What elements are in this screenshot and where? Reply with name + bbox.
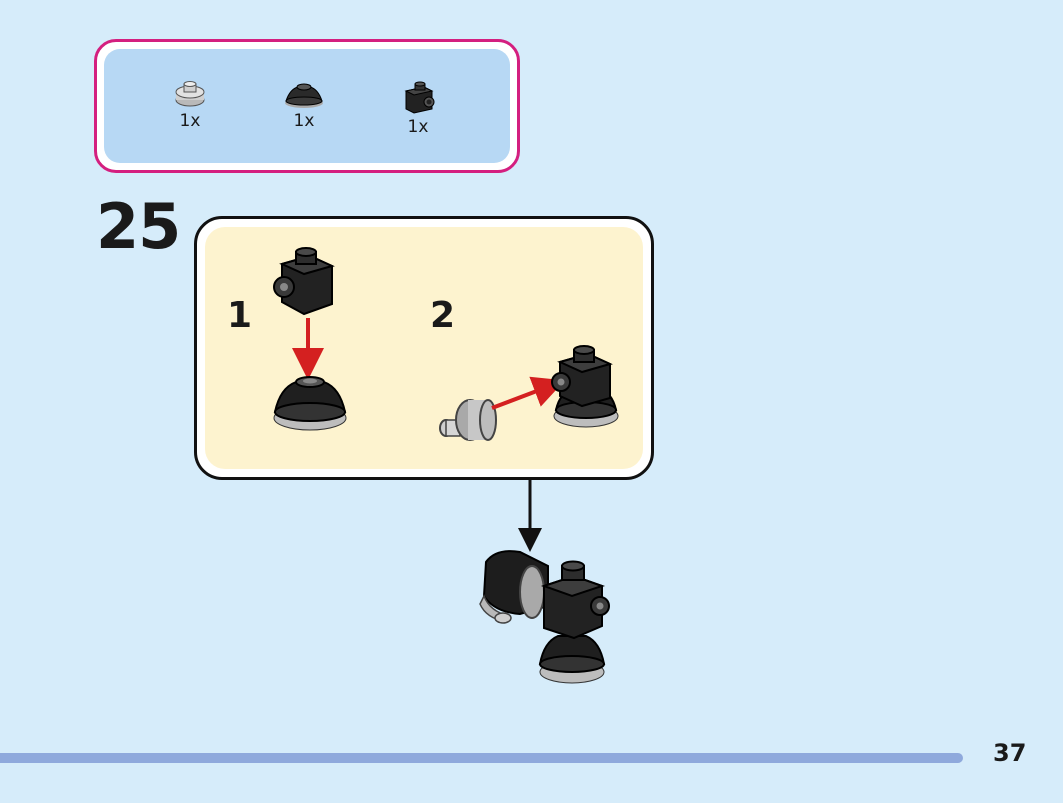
substep-label: 2 bbox=[430, 295, 456, 336]
part-quantity: 1x bbox=[293, 111, 315, 131]
black-cone-icon bbox=[273, 376, 347, 431]
black-brick-with-stud-icon bbox=[404, 81, 435, 114]
part-item: 1x bbox=[388, 81, 448, 137]
black-brick-icon bbox=[273, 247, 335, 316]
gray-round-adapter-icon bbox=[175, 81, 205, 107]
substep-label: 1 bbox=[227, 295, 253, 336]
brick-on-cone-assembly-icon bbox=[551, 345, 619, 428]
black-cone-icon bbox=[285, 83, 323, 108]
step-number: 25 bbox=[96, 190, 181, 263]
part-item: 1x bbox=[160, 81, 220, 131]
finished-assembly-icon bbox=[479, 550, 610, 684]
part-quantity: 1x bbox=[407, 117, 429, 137]
substep-callout bbox=[194, 216, 654, 480]
part-item: 1x bbox=[274, 81, 334, 131]
red-arrow-icon bbox=[491, 376, 565, 410]
parts-list: 1x 1x 1x bbox=[104, 49, 510, 163]
parts-list-box: 1x 1x 1x bbox=[94, 39, 520, 173]
gray-round-adapter-icon bbox=[439, 399, 497, 441]
substep-panel bbox=[205, 227, 643, 469]
page-progress-bar bbox=[0, 753, 963, 763]
page-number: 37 bbox=[993, 739, 1027, 767]
part-quantity: 1x bbox=[179, 111, 201, 131]
